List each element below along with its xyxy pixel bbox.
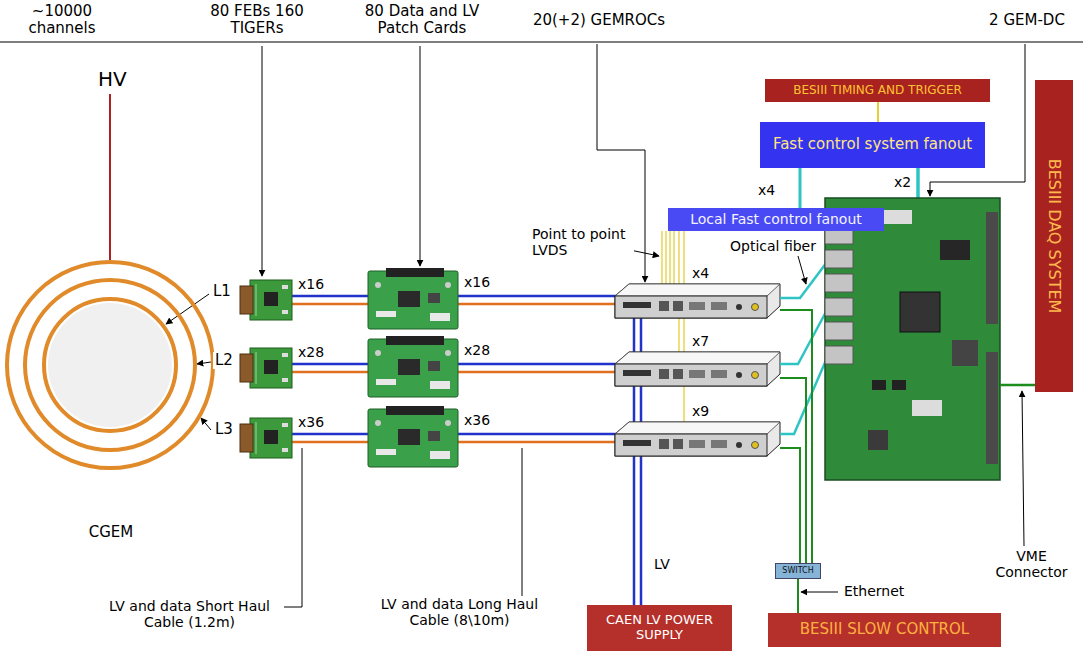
- connector-label: VME Connector: [982, 548, 1081, 580]
- system-box: BESIII SLOW CONTROL: [768, 613, 1001, 647]
- layer-label: L3: [213, 421, 235, 438]
- node-text: CGEM: [89, 524, 134, 541]
- voltage-label: HV: [96, 68, 129, 91]
- multiplicity-label: x4: [756, 182, 777, 198]
- layer-label: L2: [213, 352, 235, 369]
- switch-box: SWITCH: [775, 563, 821, 579]
- header-label: 80 FEBs 160 TIGERs: [200, 3, 314, 38]
- link-label: Point to point LVDS: [530, 226, 634, 258]
- multiplicity-label: x4: [690, 265, 711, 281]
- node-text: SWITCH: [782, 566, 813, 575]
- cgem-layer: [44, 299, 176, 431]
- power-supply-box: CAEN LV POWER SUPPLY: [587, 605, 732, 651]
- power-label: LV: [652, 556, 672, 572]
- cable-label: LV and data Short Haul Cable (1.2m): [95, 598, 284, 630]
- cgem-core: [48, 303, 172, 427]
- header-label: ~10000 channels: [15, 3, 109, 38]
- link-label: Ethernet: [842, 583, 906, 599]
- system-box: BESIII DAQ SYSTEM: [1035, 80, 1073, 392]
- node-text: Fast control system fanout: [773, 136, 972, 153]
- cgem-layer: [25, 280, 195, 450]
- node-text: Local Fast control fanout: [690, 211, 862, 227]
- system-box: BESIII TIMING AND TRIGGER: [765, 79, 990, 102]
- node-text: BESIII TIMING AND TRIGGER: [793, 84, 962, 98]
- node-text: BESIII DAQ SYSTEM: [1045, 159, 1063, 314]
- connector: [799, 168, 802, 208]
- multiplicity-label: x16: [462, 274, 492, 290]
- multiplicity-label: x9: [690, 403, 711, 419]
- multiplicity-label: x28: [462, 342, 492, 358]
- connector: [797, 579, 799, 613]
- cable-label: LV and data Long Haul Cable (8\10m): [360, 596, 559, 628]
- link-label: Optical fiber: [728, 238, 818, 254]
- header-label: 20(+2) GEMROCs: [517, 12, 681, 29]
- layer-label: L1: [211, 283, 233, 300]
- cgem-layer: [7, 262, 213, 468]
- detector-shape: CGEM: [5, 255, 217, 545]
- multiplicity-label: x36: [296, 414, 326, 430]
- fanout-box: Fast control system fanout: [760, 122, 985, 168]
- connector: [877, 102, 879, 122]
- fanout-box: Local Fast control fanout: [668, 208, 884, 231]
- multiplicity-label: x16: [296, 276, 326, 292]
- node-text: BESIII SLOW CONTROL: [800, 621, 969, 638]
- header-label: 2 GEM-DC: [975, 12, 1079, 29]
- multiplicity-label: x2: [892, 174, 913, 190]
- header-label: 80 Data and LV Patch Cards: [345, 3, 499, 38]
- node-text: CAEN LV POWER SUPPLY: [593, 613, 726, 643]
- multiplicity-label: x7: [690, 333, 711, 349]
- multiplicity-label: x28: [296, 344, 326, 360]
- cgem-rings: [5, 255, 217, 545]
- multiplicity-label: x36: [462, 412, 492, 428]
